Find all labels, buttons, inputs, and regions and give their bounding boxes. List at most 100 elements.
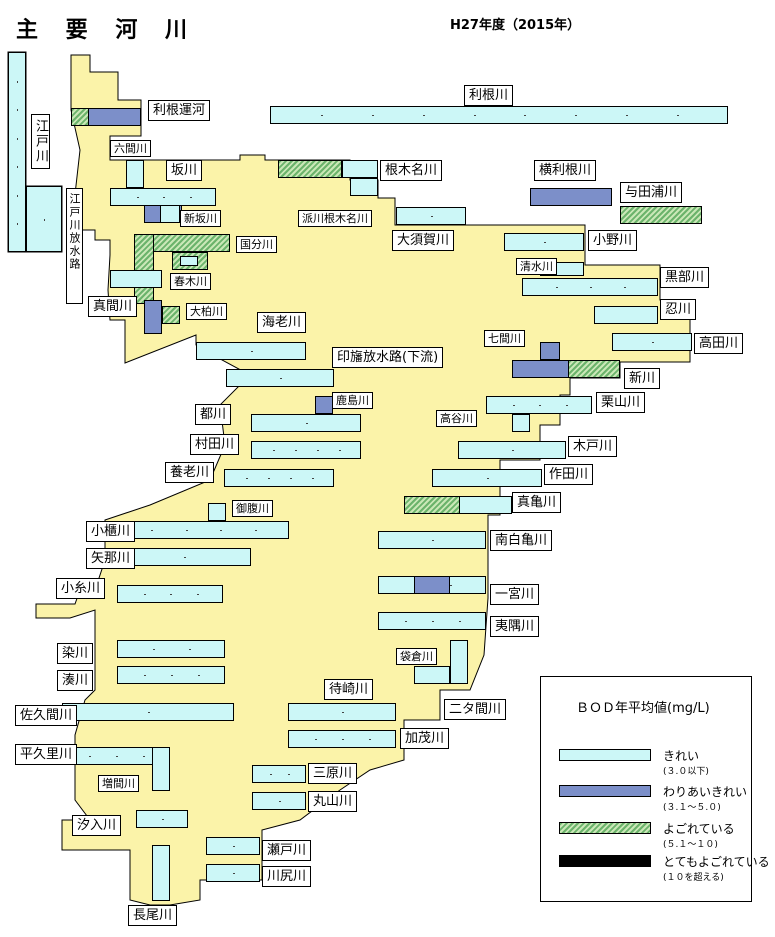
river-segment [378,531,486,549]
segment-divider [136,197,139,198]
river-segment [288,703,396,721]
label-isumi-gawa: 夷隅川 [490,616,540,637]
segment-divider [254,530,257,531]
label-miyakogawa: 都川 [195,404,232,425]
segment-divider [170,594,172,595]
segment-divider [432,621,434,622]
river-segment [224,469,334,487]
legend-sub-clean: (３.０以下) [663,767,709,777]
legend-swatch-fairly-clean [559,785,651,797]
river-segment [206,864,260,882]
segment-divider [273,450,275,451]
river-segment [512,414,530,432]
river-segment [522,278,658,296]
label-hegurigawa: 平久里川 [15,744,78,765]
label-maruyama-gawa: 丸山川 [308,791,358,812]
label-shioiri-gawa: 汐入川 [72,815,122,836]
legend-swatch-dirty [559,822,651,834]
label-nagao-gawa: 長尾川 [128,905,178,926]
label-sakagawa: 坂川 [166,160,203,181]
river-segment [196,342,306,360]
river-segment [432,469,542,487]
river-segment [540,342,560,360]
legend-title: ＢＯＤ年平均値(mg/L) [576,701,710,716]
river-segment [117,666,225,684]
river-segment [251,441,361,459]
segment-divider [512,450,514,451]
label-murata-gawa: 村田川 [190,434,240,455]
legend-swatch-clean [559,749,651,761]
river-segment [378,612,486,630]
segment-divider [487,478,489,479]
segment-divider [320,115,323,116]
segment-divider [44,219,45,221]
label-sakuma-gawa: 佐久間川 [15,705,78,726]
river-segment [458,441,566,459]
segment-divider [196,594,199,595]
river-segment [110,188,216,206]
label-makame-gawa: 真亀川 [512,492,562,513]
segment-divider [17,166,18,169]
segment-divider [312,478,314,479]
label-kamo-gawa: 加茂川 [400,728,450,749]
river-segment [136,810,188,828]
label-yana-gawa: 矢那川 [86,548,136,569]
label-kuriyama-gawa: 栗山川 [596,392,646,413]
label-machizaki-gawa: 待崎川 [324,679,374,700]
segment-divider [565,405,568,406]
label-shichiken-gawa: 七間川 [484,330,525,347]
river-segment [26,186,62,252]
segment-divider [590,287,592,288]
label-some-gawa: 染川 [57,643,94,664]
label-nanpakukame-gawa: 南白亀川 [490,530,553,551]
segment-divider [624,287,626,288]
segment-divider [268,478,270,479]
river-segment [450,640,468,684]
segment-divider [626,115,629,116]
river-segment [620,206,702,224]
segment-divider [270,774,272,775]
segment-divider [198,675,200,676]
river-segment [568,360,620,378]
segment-divider [524,115,527,116]
segment-divider [184,557,186,558]
river-segment [152,845,170,901]
river-segment [270,106,728,124]
river-segment [251,414,361,432]
segment-divider [233,846,235,847]
segment-divider [315,739,317,740]
segment-divider [371,115,374,116]
segment-divider [422,115,425,116]
segment-divider [185,530,188,531]
segment-divider [171,675,173,676]
label-harukigawa: 春木川 [170,273,211,290]
label-tone-unga: 利根運河 [148,100,211,121]
river-segment [404,496,460,514]
segment-divider [251,351,253,352]
legend-sub-dirty: (５.１～１０) [663,840,718,850]
segment-divider [317,450,319,451]
legend-label-very-dirty: とてもよごれている [663,855,770,869]
river-segment [414,666,450,684]
segment-divider [450,585,452,586]
label-takada-gawa: 高田川 [694,333,744,354]
river-segment [342,160,378,178]
river-segment [530,188,612,206]
river-segment [486,396,592,414]
label-rokkengawa: 六間川 [110,140,151,157]
label-shinsakagawa: 新坂川 [180,210,221,227]
river-segment [504,233,584,251]
label-kokubugawa: 国分川 [236,236,277,253]
segment-divider [342,739,344,740]
segment-divider [342,712,344,713]
segment-divider [116,756,118,757]
map-title: 主 要 河 川 [16,18,197,43]
segment-divider [288,774,290,775]
segment-divider [246,478,248,479]
label-yodaura-gawa: 与田浦川 [620,182,683,203]
segment-divider [544,242,546,243]
label-shinkawa: 新川 [624,368,661,389]
legend-label-clean: きれい [663,749,700,763]
river-segment [160,205,180,223]
label-tonegawa: 利根川 [464,85,514,106]
